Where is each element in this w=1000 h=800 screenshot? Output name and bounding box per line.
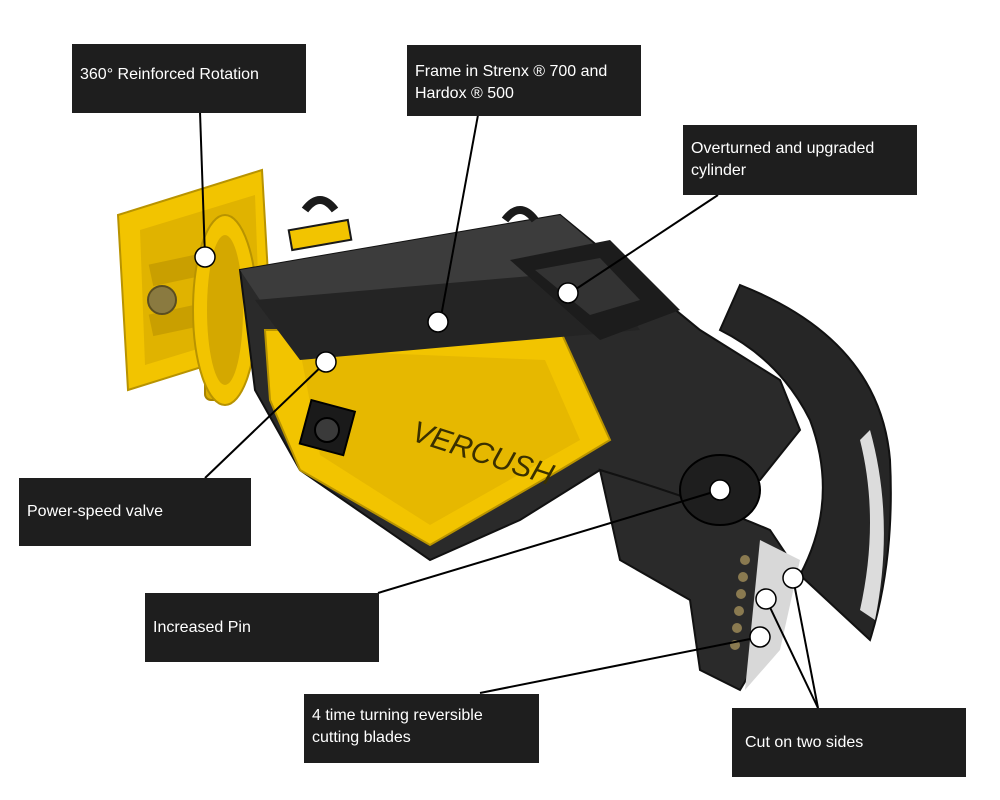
leader-lines <box>199 111 819 709</box>
marker-rotation <box>194 246 216 268</box>
leader-line-cut-2 <box>792 577 819 709</box>
callout-valve-text: Power-speed valve <box>27 503 164 520</box>
callout-cut: Cut on two sides <box>732 708 966 777</box>
leader-line-valve <box>204 361 327 479</box>
callout-frame-text: Frame in Strenx ® 700 and Hardox ® 500 <box>415 63 608 102</box>
marker-cut-2 <box>782 567 804 589</box>
marker-pin <box>709 479 731 501</box>
marker-frame <box>427 311 449 333</box>
leader-line-cut-1 <box>765 598 819 709</box>
callout-cylinder: Overturned and upgraded cylinder <box>683 125 917 195</box>
marker-valve <box>315 351 337 373</box>
callout-pin: Increased Pin <box>145 593 379 662</box>
callout-rotation-text: 360° Reinforced Rotation <box>80 66 259 83</box>
marker-blades <box>749 626 771 648</box>
callout-rotation: 360° Reinforced Rotation <box>72 44 306 113</box>
callout-blades: 4 time turning reversible cutting blades <box>304 694 539 763</box>
callout-pin-text: Increased Pin <box>153 619 251 636</box>
callout-blades-text: 4 time turning reversible cutting blades <box>312 707 483 746</box>
leader-line-cylinder <box>569 194 719 294</box>
callout-frame: Frame in Strenx ® 700 and Hardox ® 500 <box>407 45 641 116</box>
crusher-frame: VERCUSH <box>238 196 802 562</box>
callout-valve: Power-speed valve <box>19 478 251 546</box>
leader-line-frame <box>439 114 479 323</box>
marker-cylinder <box>557 282 579 304</box>
leader-line-rotation <box>199 111 206 258</box>
callout-cut-text: Cut on two sides <box>745 734 864 751</box>
callout-markers <box>194 246 804 648</box>
leader-line-blades <box>479 636 761 694</box>
marker-cut-1 <box>755 588 777 610</box>
leader-line-pin <box>377 489 721 594</box>
callout-cylinder-text: Overturned and upgraded cylinder <box>691 140 875 179</box>
